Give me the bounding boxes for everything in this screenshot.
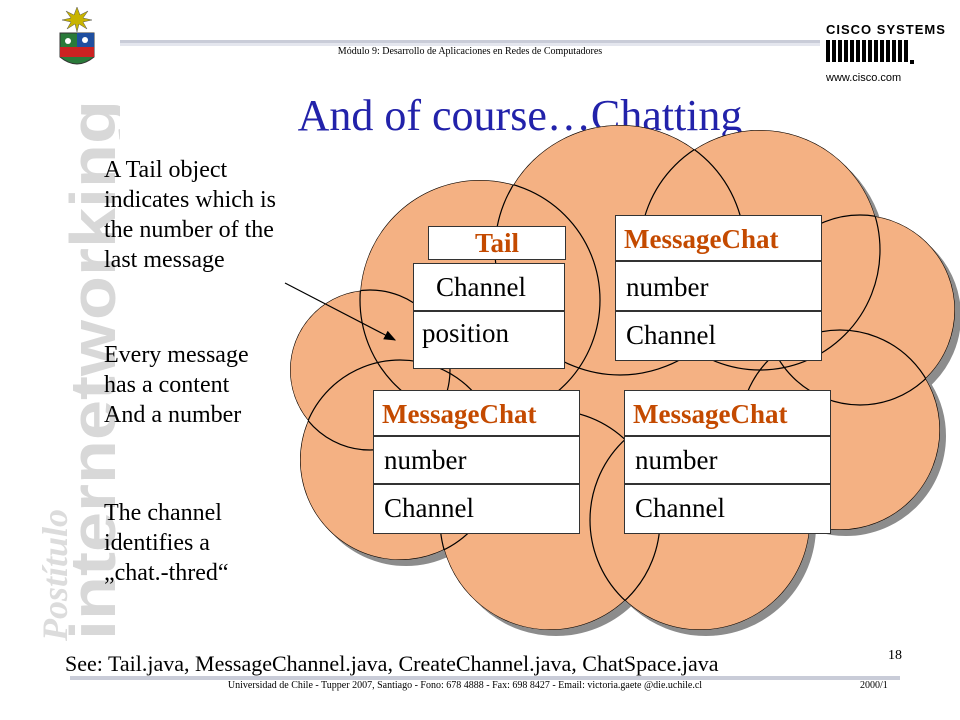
text-line: The channel [104, 500, 222, 526]
text-line: „chat.-thred“ [104, 560, 229, 586]
text-line: Every message [104, 342, 249, 368]
postitulo-label: Postítulo [35, 509, 75, 642]
messagechat-title: MessageChat [633, 399, 788, 429]
tail-object-box: Channel position [413, 263, 565, 369]
messagechat-box-1: MessageChat number Channel [615, 215, 822, 361]
slide-title: And of course…Chatting [297, 91, 743, 140]
internetworking-side-logo: Postítulo internetworking [35, 100, 120, 642]
footer-contact: Universidad de Chile - Tupper 2007, Sant… [227, 680, 703, 691]
messagechat-channel-field: Channel [384, 493, 474, 523]
tail-channel-field: Channel [436, 272, 526, 302]
text-line: A Tail object [104, 157, 228, 183]
module-header-text: Módulo 9: Desarrollo de Aplicaciones en … [337, 46, 603, 57]
messagechat-title: MessageChat [624, 224, 779, 254]
messagechat-box-3: MessageChat number Channel [624, 390, 831, 534]
text-line: last message [104, 247, 225, 273]
messagechat-channel-field: Channel [626, 320, 716, 350]
tail-title-box: Tail [428, 226, 566, 260]
internetworking-label: internetworking [57, 100, 120, 640]
university-crest-logo [59, 6, 95, 65]
text-line: indicates which is [104, 187, 276, 213]
text-line: identifies a [104, 530, 210, 556]
messagechat-box-2: MessageChat number Channel [373, 390, 580, 534]
cisco-brand-name: CISCO SYSTEMS [826, 22, 946, 37]
messagechat-number-field: number [384, 445, 467, 475]
text-line: has a content [104, 372, 230, 398]
messagechat-number-field: number [635, 445, 718, 475]
paragraph-message: Every message has a content And a number [104, 340, 249, 430]
footer-bar [70, 676, 900, 680]
source-files-line: See: Tail.java, MessageChannel.java, Cre… [65, 651, 719, 676]
messagechat-channel-field: Channel [635, 493, 725, 523]
paragraph-channel: The channel identifies a „chat.-thred“ [104, 498, 229, 588]
messagechat-title: MessageChat [382, 399, 537, 429]
cisco-url: www.cisco.com [826, 72, 902, 84]
cisco-bridge-icon [826, 40, 914, 64]
header-bar [120, 40, 820, 64]
text-line: And a number [104, 402, 242, 428]
tail-position-field: position [422, 318, 510, 348]
page-number: 18 [888, 648, 902, 663]
paragraph-tail: A Tail object indicates which is the num… [104, 155, 276, 275]
footer-year: 2000/1 [860, 680, 888, 691]
text-line: the number of the [104, 217, 274, 243]
messagechat-number-field: number [626, 272, 709, 302]
tail-title: Tail [474, 228, 520, 258]
